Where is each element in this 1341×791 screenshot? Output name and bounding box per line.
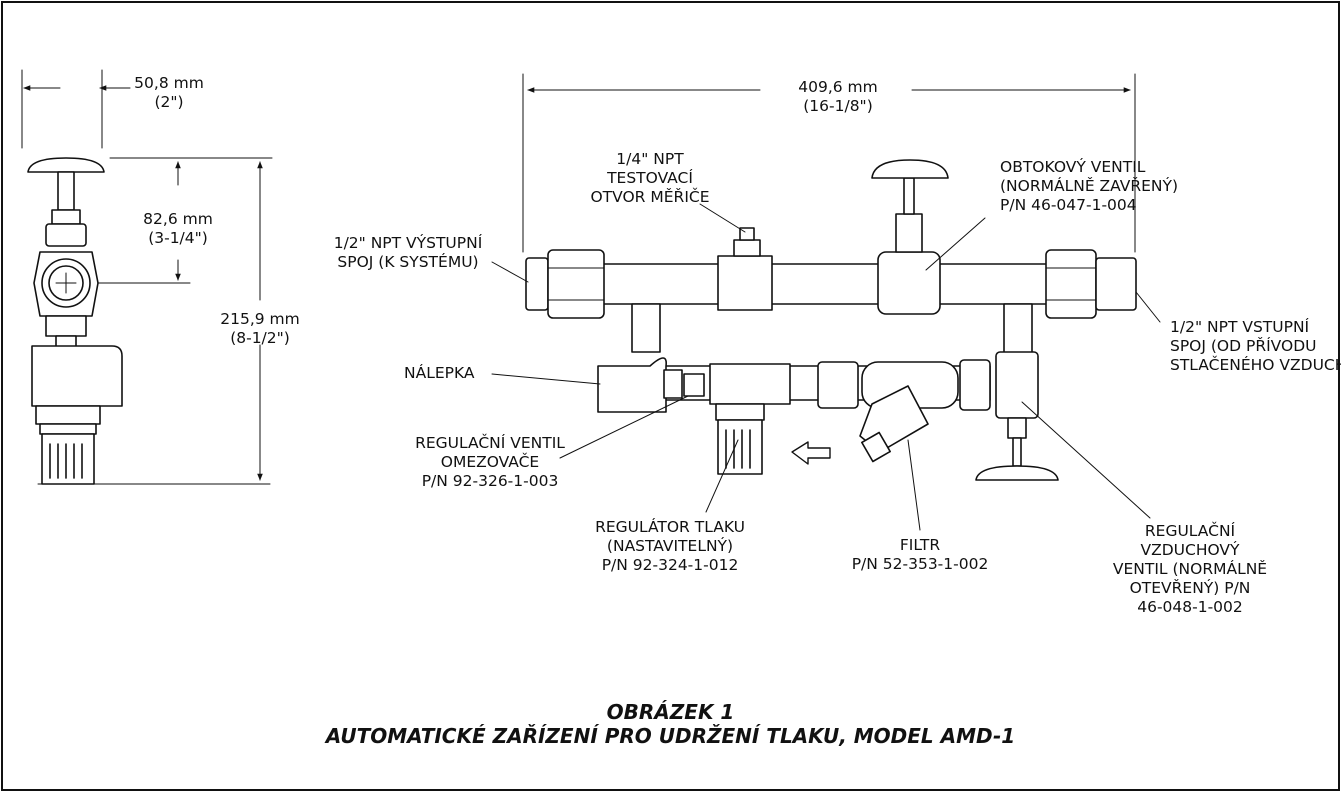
restrictor-line-1: REGULAČNÍ VENTIL — [415, 434, 565, 452]
outlet-label: 1/2" NPT VÝSTUPNÍ SPOJ (K SYSTÉMU) — [308, 234, 508, 272]
inlet-label: 1/2" NPT VSTUPNÍ SPOJ (OD PŘÍVODU STLAČE… — [1170, 318, 1341, 375]
filter-line-2: P/N 52-353-1-002 — [851, 555, 989, 573]
width-dimension: 50,8 mm (2") — [124, 74, 214, 112]
side-view — [21, 69, 273, 485]
bypass-valve-line-1: OBTOKOVÝ VENTIL — [1000, 158, 1146, 176]
gauge-port-line-1: 1/4" NPT — [616, 150, 684, 168]
width-in-text: (2") — [154, 93, 184, 111]
regulator-line-3: P/N 92-324-1-012 — [601, 556, 739, 574]
regulator-line-1: REGULÁTOR TLAKU — [595, 518, 745, 536]
outlet-line-1: 1/2" NPT VÝSTUPNÍ — [333, 234, 483, 252]
length-in-text: (16-1/8") — [803, 97, 873, 115]
restrictor-line-3: P/N 92-326-1-003 — [421, 472, 559, 490]
length-dimension: 409,6 mm (16-1/8") — [773, 78, 903, 116]
bypass-valve-line-3: P/N 46-047-1-004 — [1000, 196, 1137, 214]
bypass-valve-label: OBTOKOVÝ VENTIL (NORMÁLNĚ ZAVŘENÝ) P/N 4… — [1000, 158, 1178, 215]
length-mm-text: 409,6 mm — [798, 78, 878, 96]
decal-label: NÁLEPKA — [404, 364, 475, 382]
regulator-label: REGULÁTOR TLAKU (NASTAVITELNÝ) P/N 92-32… — [580, 518, 760, 575]
width-mm-text: 50,8 mm — [134, 74, 204, 92]
valve-height-dimension: 82,6 mm (3-1/4") — [128, 210, 228, 248]
figure-title: AUTOMATICKÉ ZAŘÍZENÍ PRO UDRŽENÍ TLAKU, … — [325, 724, 1016, 748]
air-valve-line-2: VZDUCHOVÝ — [1140, 541, 1240, 559]
front-view — [522, 73, 1137, 481]
air-valve-line-1: REGULAČNÍ — [1144, 522, 1236, 540]
air-valve-line-5: 46-048-1-002 — [1137, 598, 1243, 616]
air-valve-line-3: VENTIL (NORMÁLNĚ — [1112, 560, 1268, 578]
regulator-line-2: (NASTAVITELNÝ) — [606, 537, 734, 555]
technical-drawing — [21, 69, 1161, 531]
filter-label: FILTR P/N 52-353-1-002 — [830, 536, 1010, 574]
figure-number: OBRÁZEK 1 — [606, 700, 735, 724]
inlet-line-2: SPOJ (OD PŘÍVODU — [1170, 337, 1317, 355]
filter-line-1: FILTR — [899, 536, 941, 554]
total-height-in-text: (8-1/2") — [230, 329, 290, 347]
total-height-mm-text: 215,9 mm — [220, 310, 300, 328]
leader-lines — [491, 203, 1161, 531]
valve-height-in-text: (3-1/4") — [148, 229, 208, 247]
valve-height-mm-text: 82,6 mm — [143, 210, 213, 228]
air-valve-line-4: OTEVŘENÝ) P/N — [1129, 579, 1251, 597]
outlet-line-2: SPOJ (K SYSTÉMU) — [337, 253, 479, 271]
air-valve-label: REGULAČNÍ VZDUCHOVÝ VENTIL (NORMÁLNĚ OTE… — [1100, 522, 1280, 617]
inlet-line-3: STLAČENÉHO VZDUCHU) — [1170, 356, 1341, 374]
gauge-port-line-2: TESTOVACÍ — [607, 169, 693, 187]
total-height-dimension: 215,9 mm (8-1/2") — [210, 310, 310, 348]
bypass-valve-line-2: (NORMÁLNĚ ZAVŘENÝ) — [1000, 177, 1179, 195]
restrictor-line-2: OMEZOVAČE — [440, 453, 540, 471]
gauge-port-label: 1/4" NPT TESTOVACÍ OTVOR MĚŘIČE — [570, 150, 730, 207]
gauge-port-line-3: OTVOR MĚŘIČE — [590, 188, 710, 206]
inlet-line-1: 1/2" NPT VSTUPNÍ — [1170, 318, 1310, 336]
restrictor-label: REGULAČNÍ VENTIL OMEZOVAČE P/N 92-326-1-… — [400, 434, 580, 491]
